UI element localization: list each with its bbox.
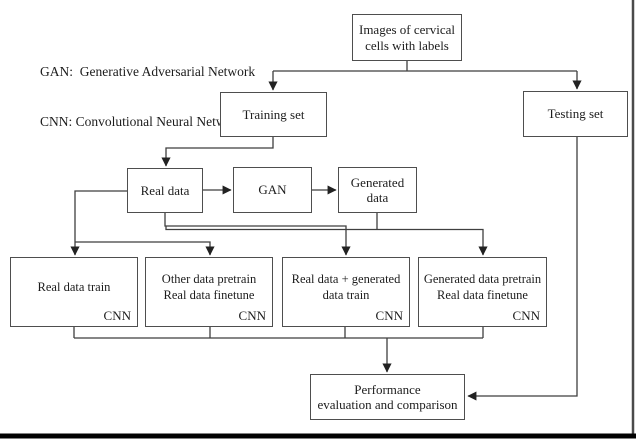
node-training-set: Training set <box>220 92 327 137</box>
cnn-tag: CNN <box>103 308 131 323</box>
node-cnn-generated-pretrain-finetune: Generated data pretrain Real data finetu… <box>418 257 547 327</box>
edge-realdata-to-cnn1 <box>70 190 127 256</box>
node-label: Generated data pretrain Real data finetu… <box>423 272 542 302</box>
cnn-tag: CNN <box>512 308 540 323</box>
node-label: Generated data <box>350 174 405 206</box>
node-label: Performance evaluation and comparison <box>317 381 458 413</box>
edge-training-to-realdata <box>161 137 274 167</box>
node-cnn-real-data-train: Real data train CNN <box>10 257 138 327</box>
node-label: Training set <box>242 106 305 122</box>
node-cnn-other-data-pretrain-finetune: Other data pretrain Real data finetune C… <box>145 257 273 327</box>
node-label: Testing set <box>547 106 604 122</box>
legend-gan-line: GAN: Generative Adversarial Network <box>40 64 256 79</box>
node-cnn-real-plus-generated-train: Real data + generated data train CNN <box>282 257 410 327</box>
node-label: Real data + generated data train <box>291 272 401 302</box>
node-real-data: Real data <box>127 168 203 213</box>
node-label: Real data train <box>37 280 111 294</box>
cnn-tag: CNN <box>238 308 266 323</box>
edge-realdata-to-cnn3 <box>164 213 351 256</box>
node-testing-set: Testing set <box>523 91 628 137</box>
node-generated-data: Generated data <box>338 167 417 213</box>
cnn-tag: CNN <box>375 308 403 323</box>
node-label: Images of cervical cells with labels <box>358 22 455 53</box>
node-performance-evaluation: Performance evaluation and comparison <box>310 374 465 420</box>
edge-cnns-to-performance <box>73 327 484 373</box>
node-label: Real data <box>140 182 190 198</box>
edge-testing-to-performance <box>467 137 578 401</box>
node-gan: GAN <box>233 167 312 213</box>
edge-images-split <box>273 61 577 72</box>
node-label: GAN <box>258 182 287 198</box>
node-images-of-cervical-cells: Images of cervical cells with labels <box>352 14 462 61</box>
node-label: Other data pretrain Real data finetune <box>161 272 257 302</box>
edge-realdata-to-cnn2 <box>75 241 215 256</box>
edge-bus-to-cnn4 <box>165 226 488 256</box>
